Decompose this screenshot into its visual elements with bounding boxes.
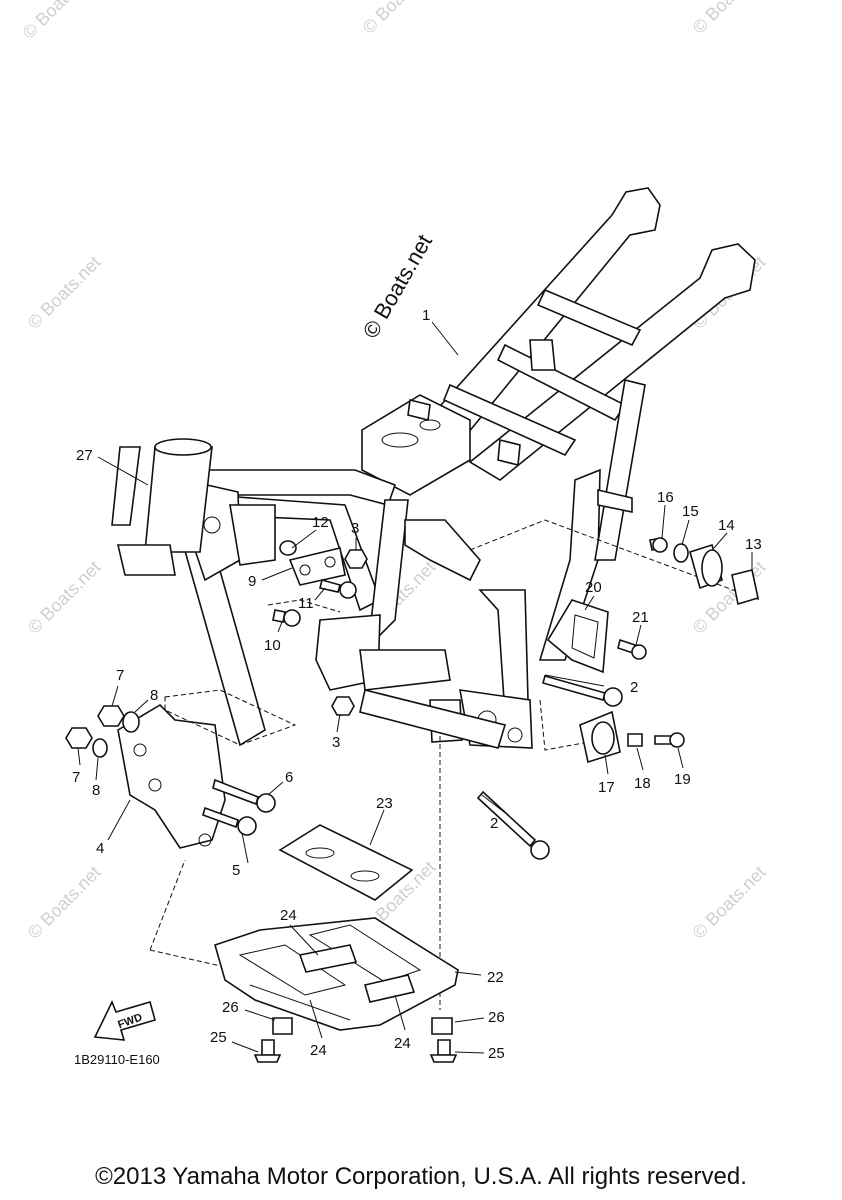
- collar-26-right: [431, 1017, 453, 1035]
- bolt-19: [654, 732, 685, 748]
- watermark-tile: © Boats.net: [19, 0, 100, 43]
- callout-5: 5: [232, 862, 240, 879]
- callout-14: 14: [718, 517, 735, 534]
- pad-23: [278, 824, 414, 901]
- washer-15: [673, 543, 689, 563]
- collar-18: [627, 733, 643, 747]
- skid-plate-22: [214, 917, 459, 1031]
- callout-8-upper: 8: [150, 687, 158, 704]
- callout-21: 21: [632, 609, 649, 626]
- callout-3-lower: 3: [332, 734, 340, 751]
- bolt-11: [319, 579, 357, 599]
- collar-26-left: [272, 1017, 293, 1035]
- watermark-tile: © Boats.net: [24, 252, 105, 333]
- pad-24-left: [298, 944, 358, 973]
- nut-7-lower: [65, 727, 93, 749]
- copyright-notice: ©2013 Yamaha Motor Corporation, U.S.A. A…: [95, 1163, 747, 1190]
- callout-1: 1: [422, 307, 430, 324]
- watermark-tile: © Boats.net: [689, 0, 770, 38]
- washer-8-upper: [122, 711, 140, 733]
- callout-22: 22: [487, 969, 504, 986]
- callout-24-bottom-right: 24: [394, 1035, 411, 1052]
- callout-9: 9: [248, 573, 256, 590]
- bolt-6: [212, 778, 276, 813]
- callout-24-bottom-left: 24: [310, 1042, 327, 1059]
- plate-9-12: [288, 547, 346, 586]
- callout-26-right: 26: [488, 1009, 505, 1026]
- nut-3-upper: [344, 549, 368, 569]
- callout-19: 19: [674, 771, 691, 788]
- washer-8-lower: [92, 738, 108, 758]
- callout-26-left: 26: [222, 999, 239, 1016]
- nut-7-upper: [97, 705, 125, 727]
- washer-12: [279, 540, 297, 556]
- callout-27: 27: [76, 447, 93, 464]
- diagram-code: 1B29110-E160: [74, 1052, 160, 1067]
- head-pipe: [116, 438, 213, 576]
- label-plate: [111, 446, 141, 526]
- rubber-pad-20: [546, 599, 609, 674]
- bolt-16: [649, 537, 668, 553]
- callouts: 1 2 2 3 3 4 5 6 7 7 8 8 9 10 11 12 13 14…: [72, 307, 762, 1062]
- pad-24-right: [363, 974, 416, 1003]
- callout-25-left: 25: [210, 1029, 227, 1046]
- callout-10: 10: [264, 637, 281, 654]
- bolt-21: [617, 638, 647, 660]
- callout-18: 18: [634, 775, 651, 792]
- callout-7-lower: 7: [72, 769, 80, 786]
- callout-17: 17: [598, 779, 615, 796]
- watermark-tile: © Boats.net: [359, 0, 440, 38]
- callout-4: 4: [96, 840, 104, 857]
- callout-6: 6: [285, 769, 293, 786]
- watermark-tile: © Boats.net: [24, 862, 105, 943]
- bolt-25-left: [253, 1039, 282, 1063]
- callout-11: 11: [298, 595, 314, 612]
- leader-lines: [77, 321, 753, 1054]
- collar-13: [731, 569, 759, 606]
- watermark-tile: © Boats.net: [689, 862, 770, 943]
- pivot-bolt-2-upper: [542, 675, 623, 707]
- nut-3-lower: [331, 696, 355, 716]
- callout-15: 15: [682, 503, 699, 520]
- callout-2-upper: 2: [630, 679, 638, 696]
- bushing-17: [579, 710, 621, 764]
- pivot-shaft: [359, 689, 507, 749]
- callout-25-right: 25: [488, 1045, 505, 1062]
- callout-16: 16: [657, 489, 674, 506]
- callout-2-lower: 2: [490, 815, 498, 832]
- callout-24-top: 24: [280, 907, 297, 924]
- callout-12: 12: [312, 514, 329, 531]
- bolt-25-right: [429, 1039, 458, 1063]
- callout-20: 20: [585, 579, 602, 596]
- callout-8-lower: 8: [92, 782, 100, 799]
- guide-lines: [149, 519, 761, 1010]
- callout-3-upper: 3: [351, 520, 359, 537]
- bushing-14: [689, 543, 723, 590]
- pivot-bolt-2-lower: [476, 790, 550, 860]
- callout-13: 13: [745, 536, 762, 553]
- watermark-tile: © Boats.net: [24, 557, 105, 638]
- callout-23: 23: [376, 795, 393, 812]
- bolt-10: [272, 609, 301, 627]
- callout-7-upper: 7: [116, 667, 124, 684]
- main-frame: [170, 187, 756, 749]
- fwd-arrow-icon: FWD: [93, 1000, 156, 1041]
- watermark-main: © Boats.net: [358, 230, 437, 342]
- bolt-5: [202, 806, 257, 836]
